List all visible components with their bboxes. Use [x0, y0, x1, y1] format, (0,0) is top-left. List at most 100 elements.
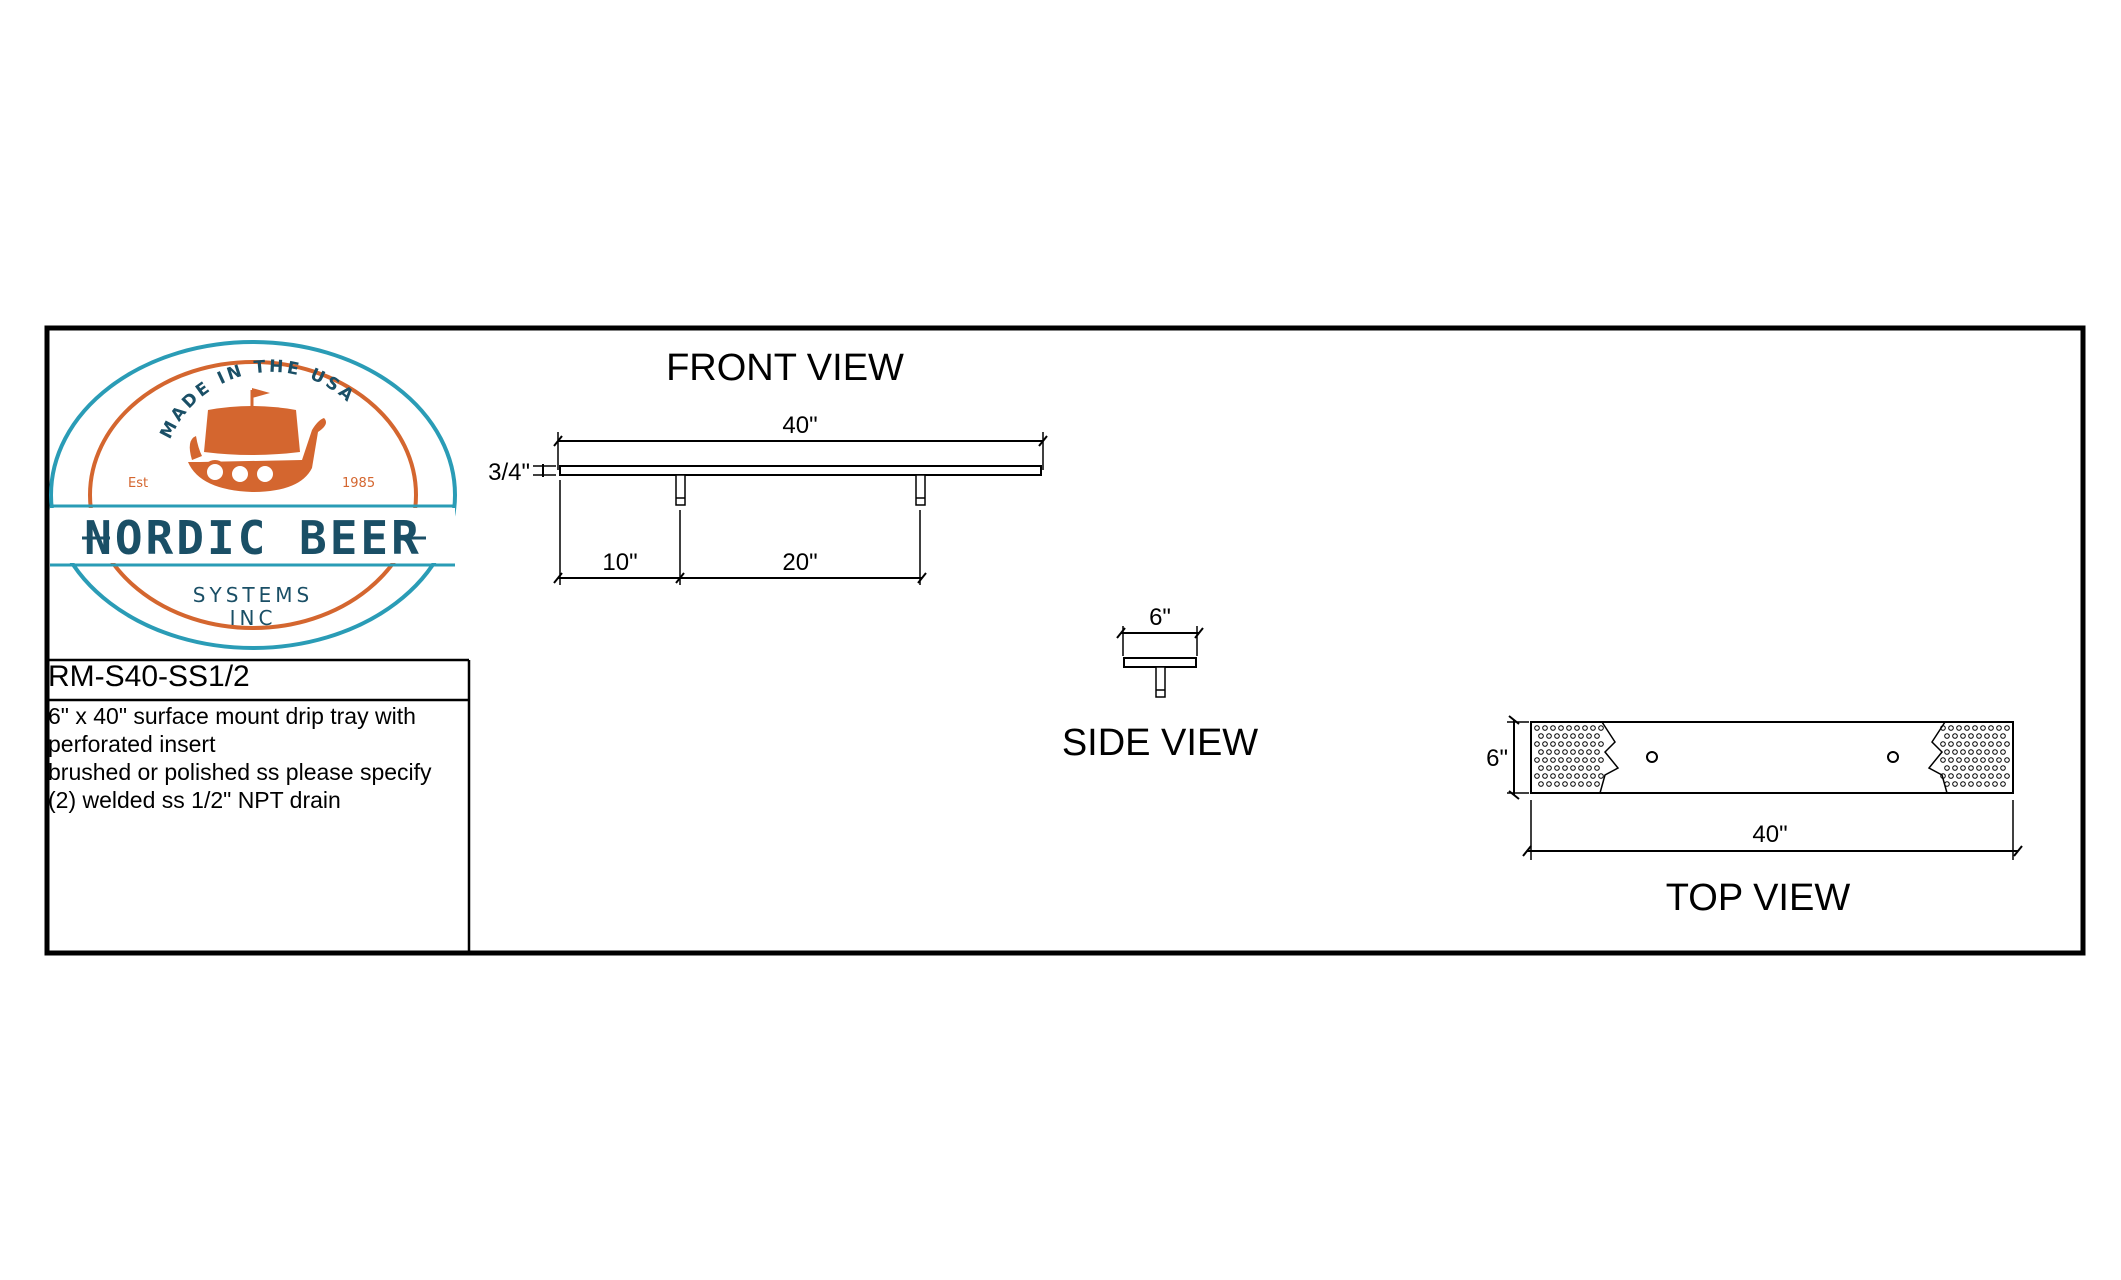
- perforation-hole: [1538, 781, 1544, 787]
- logo-est-right: 1985: [342, 476, 375, 491]
- top-width-label: 6": [1486, 745, 1508, 772]
- perforation-hole: [1968, 749, 1974, 755]
- perforation-hole: [1992, 781, 1998, 787]
- perforation-hole: [1590, 725, 1596, 731]
- perforation-hole: [1558, 725, 1564, 731]
- perforation-hole: [1960, 781, 1966, 787]
- front-tray-body: [559, 465, 1042, 476]
- perforation-hole: [1534, 773, 1540, 779]
- perforation-hole: [1984, 749, 1990, 755]
- logo-inner-ring: [88, 360, 418, 630]
- perforation-hole: [1538, 733, 1544, 739]
- front-height-label: 3/4": [488, 459, 530, 486]
- perforation-hole: [1578, 781, 1584, 787]
- perforation-hole: [1992, 733, 1998, 739]
- perforation-hole: [1948, 725, 1954, 731]
- perforation-hole: [1956, 725, 1962, 731]
- description-line-2: perforated insert: [48, 731, 216, 757]
- perforation-hole: [1980, 725, 1986, 731]
- perforation-hole: [1996, 741, 2002, 747]
- perforation-hole: [1570, 781, 1576, 787]
- perforation-hole: [1972, 773, 1978, 779]
- top-insert-break-right: [1927, 721, 1948, 794]
- part-number: RM-S40-SS1/2: [48, 660, 250, 693]
- logo-brand-name: NORDIC BEER: [84, 511, 422, 565]
- perforation-hole: [1960, 749, 1966, 755]
- perforation-hole: [1988, 773, 1994, 779]
- perforation-hole: [1562, 765, 1568, 771]
- company-logo: MADE IN THE USA Est 1985 NORDIC BEER SYS…: [49, 340, 457, 650]
- logo-banner-fill: [50, 508, 455, 563]
- perforation-hole: [1944, 765, 1950, 771]
- perforation-hole: [2004, 773, 2010, 779]
- perforation-hole: [1988, 757, 1994, 763]
- perforation-hole: [1968, 765, 1974, 771]
- perforation-hole: [1534, 725, 1540, 731]
- perforation-hole: [1964, 757, 1970, 763]
- front-drain-spacing-label: 20": [782, 549, 817, 576]
- perforation-hole: [1944, 733, 1950, 739]
- perforation-hole: [2004, 741, 2010, 747]
- perforation-hole: [1996, 725, 2002, 731]
- perforation-hole: [1956, 741, 1962, 747]
- side-drain: [1155, 666, 1166, 698]
- perforation-hole: [1550, 741, 1556, 747]
- perforation-hole: [1570, 765, 1576, 771]
- perforation-hole: [1586, 781, 1592, 787]
- perforation-hole: [1980, 741, 1986, 747]
- perforation-hole: [1570, 749, 1576, 755]
- perforation-hole: [1976, 733, 1982, 739]
- perforation-hole: [1984, 765, 1990, 771]
- perforation-hole: [1586, 765, 1592, 771]
- perforation-hole: [1582, 757, 1588, 763]
- perforation-hole: [1574, 773, 1580, 779]
- perforation-hole: [1968, 781, 1974, 787]
- perforation-hole: [1574, 725, 1580, 731]
- perforation-hole: [1988, 741, 1994, 747]
- perforation-hole: [1984, 733, 1990, 739]
- perforation-hole: [1562, 733, 1568, 739]
- perforation-hole: [1948, 773, 1954, 779]
- perforation-hole: [1554, 781, 1560, 787]
- logo-inc-text: INC: [230, 606, 277, 630]
- perforation-hole: [2000, 749, 2006, 755]
- perforation-hole: [1944, 749, 1950, 755]
- perforation-hole: [1578, 733, 1584, 739]
- perforation-hole: [1586, 749, 1592, 755]
- perforation-hole: [1976, 781, 1982, 787]
- perforation-hole: [1598, 773, 1604, 779]
- perforation-hole: [1554, 733, 1560, 739]
- top-drain-hole-2: [1887, 751, 1899, 763]
- front-first-drain-label: 10": [602, 549, 637, 576]
- perforation-hole: [1574, 741, 1580, 747]
- perforation-hole: [1546, 733, 1552, 739]
- logo-systems-text: SYSTEMS: [193, 583, 313, 607]
- perforation-hole: [1590, 757, 1596, 763]
- perforation-hole: [1542, 725, 1548, 731]
- perforation-hole: [1542, 773, 1548, 779]
- perforation-hole: [1980, 773, 1986, 779]
- description-line-4: (2) welded ss 1/2" NPT drain: [48, 787, 341, 813]
- perforation-hole: [1550, 725, 1556, 731]
- perforation-hole: [1570, 733, 1576, 739]
- perforation-hole: [1578, 765, 1584, 771]
- perforation-hole: [1960, 733, 1966, 739]
- perforation-hole: [1594, 733, 1600, 739]
- front-drain-1: [675, 474, 686, 506]
- viking-ship-icon: [188, 388, 326, 492]
- perforation-hole: [1554, 765, 1560, 771]
- perforation-hole: [1952, 781, 1958, 787]
- perforation-hole: [1960, 765, 1966, 771]
- perforation-hole: [1594, 781, 1600, 787]
- perforation-hole: [1952, 765, 1958, 771]
- perforation-hole: [1972, 741, 1978, 747]
- perforation-hole: [1976, 749, 1982, 755]
- front-view-title: FRONT VIEW: [666, 347, 904, 389]
- perforation-hole: [1598, 757, 1604, 763]
- perforation-hole: [1546, 765, 1552, 771]
- perforation-hole: [1594, 765, 1600, 771]
- perforation-hole: [1582, 741, 1588, 747]
- perforation-hole: [1952, 749, 1958, 755]
- perforation-hole: [1566, 725, 1572, 731]
- perforation-hole: [1598, 725, 1604, 731]
